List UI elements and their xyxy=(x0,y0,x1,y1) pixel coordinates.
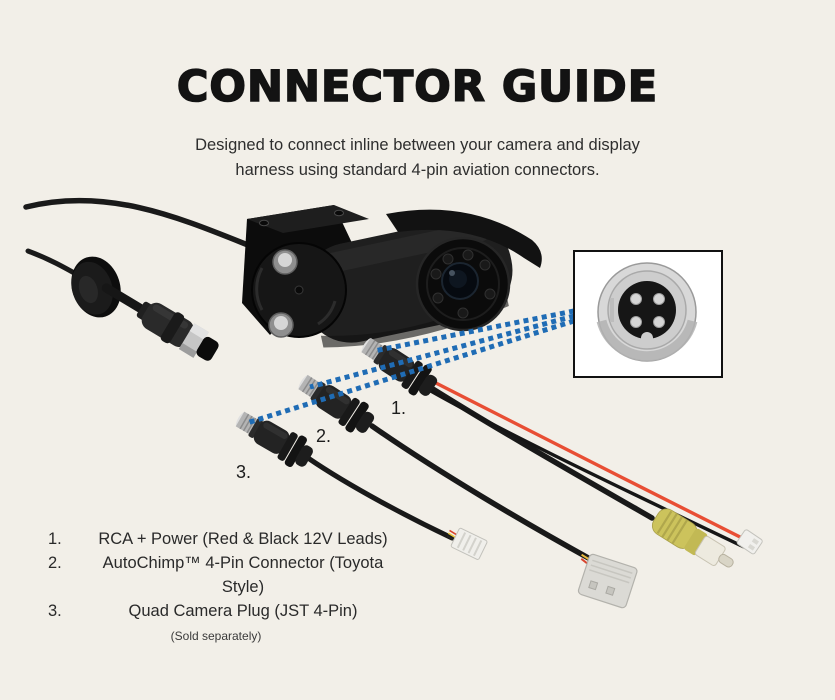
aviation-connector-face-icon xyxy=(596,262,698,362)
callout-label-2: 2. xyxy=(316,426,332,446)
legend-item-3: 3. Quad Camera Plug (JST 4-Pin) xyxy=(30,599,402,623)
jst-connector xyxy=(446,527,488,560)
male-aviation-connector-1 xyxy=(361,337,438,396)
legend-item-2-number: 2. xyxy=(48,554,62,572)
legend-item-3-text: Quad Camera Plug (JST 4-Pin) xyxy=(128,602,358,620)
sold-separately-note: (Sold separately) xyxy=(170,629,262,643)
legend-item-1: 1. RCA + Power (Red & Black 12V Leads) xyxy=(30,527,402,551)
dotted-line-to-connector-1 xyxy=(373,308,575,354)
wire-power-red xyxy=(430,379,748,542)
toyota-connector xyxy=(577,553,638,609)
mount-bolt-top xyxy=(272,249,298,275)
power-lead-connector xyxy=(736,529,763,555)
legend-list: 1. RCA + Power (Red & Black 12V Leads) 2… xyxy=(30,527,402,623)
cable-toyota xyxy=(369,423,595,563)
cable-rca-video xyxy=(425,383,655,521)
page-title: CONNECTOR GUIDE xyxy=(176,61,659,113)
camera-visor xyxy=(386,209,542,268)
subtitle-line-2: harness using standard 4-pin aviation co… xyxy=(235,161,600,179)
cable-jst xyxy=(305,455,455,541)
rca-plug xyxy=(651,508,734,568)
callout-label-3: 3. xyxy=(236,462,252,482)
male-aviation-connector-2 xyxy=(298,374,375,433)
dotted-line-to-connector-3 xyxy=(246,318,575,426)
camera-mount-plate xyxy=(251,242,347,338)
callout-label-1: 1. xyxy=(391,398,407,418)
legend-item-2-text: AutoChimp™ 4-Pin Connector (Toyota Style… xyxy=(102,554,384,596)
legend-item-3-number: 3. xyxy=(48,602,62,620)
female-aviation-connector xyxy=(101,283,219,361)
male-aviation-connector-3 xyxy=(235,411,313,467)
legend-item-1-number: 1. xyxy=(48,530,62,548)
connector-face-inset xyxy=(573,250,723,378)
rubber-grommet-disc xyxy=(71,256,121,318)
page-subtitle: Designed to connect inline between your … xyxy=(0,133,835,183)
dotted-line-to-connector-2 xyxy=(309,313,575,390)
legend-item-2: 2. AutoChimp™ 4-Pin Connector (Toyota St… xyxy=(30,551,402,599)
callout-dotted-lines xyxy=(246,308,575,426)
mount-bolt-bottom xyxy=(268,312,294,338)
legend-item-1-text: RCA + Power (Red & Black 12V Leads) xyxy=(98,530,388,548)
wire-power-black xyxy=(427,388,746,549)
camera-cable xyxy=(23,197,261,252)
camera-lens xyxy=(415,236,511,332)
subtitle-line-1: Designed to connect inline between your … xyxy=(195,136,640,154)
